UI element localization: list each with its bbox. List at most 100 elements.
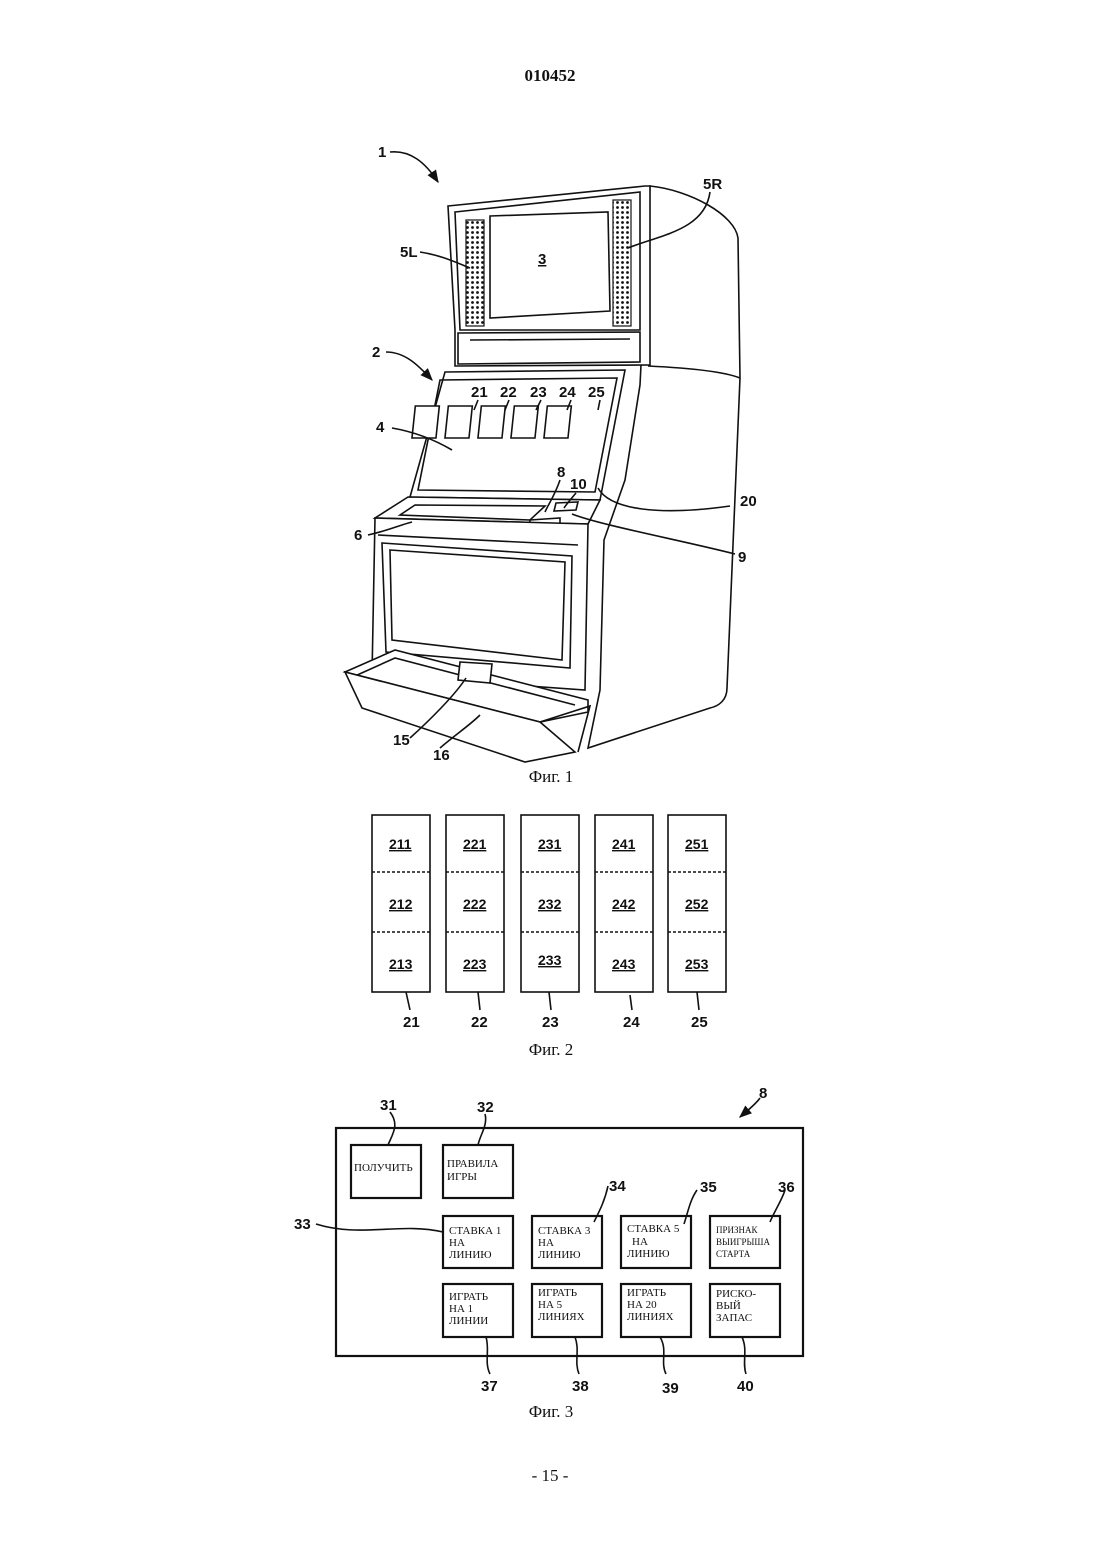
svg-text:РИСКО-: РИСКО- — [716, 1288, 756, 1300]
top-display-screen — [490, 212, 610, 318]
leader-2 — [386, 352, 432, 380]
svg-text:НА: НА — [538, 1237, 554, 1249]
speaker-right — [613, 200, 631, 326]
label-reel-24: 24 — [623, 1014, 640, 1031]
cell-252: 252 — [685, 896, 709, 912]
speaker-left — [466, 220, 484, 326]
cell-211: 211 — [389, 836, 412, 852]
button-37-play-1: ИГРАТЬ НА 1 ЛИНИИ 37 — [443, 1284, 513, 1395]
label-16: 16 — [433, 747, 450, 764]
label-reel-25: 25 — [691, 1014, 708, 1031]
svg-text:ИГРАТЬ: ИГРАТЬ — [538, 1287, 577, 1299]
label-reel-23: 23 — [542, 1014, 559, 1031]
svg-text:ИГРАТЬ: ИГРАТЬ — [449, 1291, 488, 1303]
button-34-bet-3: СТАВКА 3 НА ЛИНИЮ 34 — [532, 1178, 626, 1268]
svg-text:ЛИНИИ: ЛИНИИ — [449, 1315, 488, 1327]
cell-233: 233 — [538, 952, 562, 968]
label-reel-21: 21 — [403, 1014, 420, 1031]
svg-text:36: 36 — [778, 1179, 795, 1196]
svg-text:ЛИНИЮ: ЛИНИЮ — [538, 1249, 581, 1261]
figure-2-reel-grid: 211 212 213 21 221 222 223 22 231 232 23… — [372, 815, 726, 1031]
label-5L: 5L — [400, 244, 418, 261]
label-22: 22 — [500, 384, 517, 401]
button-39-play-20: ИГРАТЬ НА 20 ЛИНИЯХ 39 — [621, 1284, 691, 1397]
svg-text:31: 31 — [380, 1097, 397, 1114]
label-6: 6 — [354, 527, 362, 544]
leader-1 — [390, 152, 438, 182]
button-36-win-start: ПРИЗНАК ВЫИГРЫША СТАРТА 36 — [710, 1179, 795, 1268]
page-number: - 15 - — [0, 1466, 1100, 1486]
label-9: 9 — [738, 549, 746, 566]
button-33-bet-1: СТАВКА 1 НА ЛИНИЮ 33 — [294, 1216, 513, 1268]
svg-text:СТАВКА 5: СТАВКА 5 — [627, 1223, 680, 1235]
leader-8-panel — [740, 1098, 760, 1117]
cell-213: 213 — [389, 956, 413, 972]
svg-text:ЛИНИЮ: ЛИНИЮ — [627, 1248, 670, 1260]
svg-text:ПРАВИЛА: ПРАВИЛА — [447, 1158, 498, 1170]
label-24: 24 — [559, 384, 576, 401]
svg-text:33: 33 — [294, 1216, 311, 1233]
cell-222: 222 — [463, 896, 487, 912]
svg-text:ЛИНИЮ: ЛИНИЮ — [449, 1249, 492, 1261]
label-10: 10 — [570, 476, 587, 493]
svg-text:ВЫИГРЫША: ВЫИГРЫША — [716, 1237, 770, 1247]
cell-232: 232 — [538, 896, 562, 912]
button-35-bet-5: СТАВКА 5 НА ЛИНИЮ 35 — [621, 1179, 717, 1268]
reel-24: 241 242 243 24 — [595, 815, 653, 1031]
svg-text:ИГРЫ: ИГРЫ — [447, 1171, 477, 1183]
svg-text:ЛИНИЯХ: ЛИНИЯХ — [538, 1311, 585, 1323]
cell-223: 223 — [463, 956, 487, 972]
reel-23: 231 232 233 23 — [521, 815, 579, 1031]
button-40-risk-reserve: РИСКО- ВЫЙ ЗАПАС 40 — [710, 1284, 780, 1395]
label-1: 1 — [378, 144, 386, 161]
figure-3-control-panel: 8 ПОЛУЧИТЬ 31 ПРАВИЛА ИГРЫ 32 СТАВКА 1 Н… — [294, 1085, 803, 1397]
svg-text:35: 35 — [700, 1179, 717, 1196]
cell-253: 253 — [685, 956, 709, 972]
label-20: 20 — [740, 493, 757, 510]
cell-241: 241 — [612, 836, 636, 852]
svg-text:НА 20: НА 20 — [627, 1299, 657, 1311]
label-5R: 5R — [703, 176, 722, 193]
cell-243: 243 — [612, 956, 636, 972]
label-2: 2 — [372, 344, 380, 361]
svg-text:ВЫЙ: ВЫЙ — [716, 1300, 741, 1312]
button-31-get: ПОЛУЧИТЬ 31 — [351, 1097, 421, 1198]
svg-text:37: 37 — [481, 1378, 498, 1395]
svg-text:40: 40 — [737, 1378, 754, 1395]
reel-25: 251 252 253 25 — [668, 815, 726, 1031]
svg-text:ЛИНИЯХ: ЛИНИЯХ — [627, 1311, 674, 1323]
svg-text:НА 1: НА 1 — [449, 1303, 473, 1315]
label-panel-8: 8 — [759, 1085, 767, 1102]
cell-212: 212 — [389, 896, 413, 912]
cell-242: 242 — [612, 896, 636, 912]
label-21: 21 — [471, 384, 488, 401]
svg-text:ПОЛУЧИТЬ: ПОЛУЧИТЬ — [354, 1162, 413, 1174]
label-reel-22: 22 — [471, 1014, 488, 1031]
label-3: 3 — [538, 251, 546, 268]
figure-2-caption: Фиг. 2 — [451, 1040, 651, 1060]
svg-text:ЗАПАС: ЗАПАС — [716, 1312, 752, 1324]
label-4: 4 — [376, 419, 385, 436]
reel-21: 211 212 213 21 — [372, 815, 430, 1031]
label-25: 25 — [588, 384, 605, 401]
svg-text:НА: НА — [632, 1236, 648, 1248]
svg-text:38: 38 — [572, 1378, 589, 1395]
button-32-game-rules: ПРАВИЛА ИГРЫ 32 — [443, 1099, 513, 1198]
svg-text:СТАВКА 3: СТАВКА 3 — [538, 1225, 591, 1237]
cell-231: 231 — [538, 836, 562, 852]
svg-text:НА 5: НА 5 — [538, 1299, 563, 1311]
reel-windows — [412, 406, 571, 438]
svg-text:СТАРТА: СТАРТА — [716, 1249, 751, 1259]
button-38-play-5: ИГРАТЬ НА 5 ЛИНИЯХ 38 — [532, 1284, 602, 1395]
figure-1-caption: Фиг. 1 — [451, 767, 651, 787]
reel-22: 221 222 223 22 — [446, 815, 504, 1031]
figure-3-caption: Фиг. 3 — [451, 1402, 651, 1422]
figure-1-slot-machine — [345, 186, 740, 762]
cell-221: 221 — [463, 836, 487, 852]
label-8: 8 — [557, 464, 565, 481]
svg-text:39: 39 — [662, 1380, 679, 1397]
svg-text:32: 32 — [477, 1099, 494, 1116]
coin-outlet — [458, 662, 492, 683]
svg-text:ИГРАТЬ: ИГРАТЬ — [627, 1287, 666, 1299]
svg-text:ПРИЗНАК: ПРИЗНАК — [716, 1225, 759, 1235]
